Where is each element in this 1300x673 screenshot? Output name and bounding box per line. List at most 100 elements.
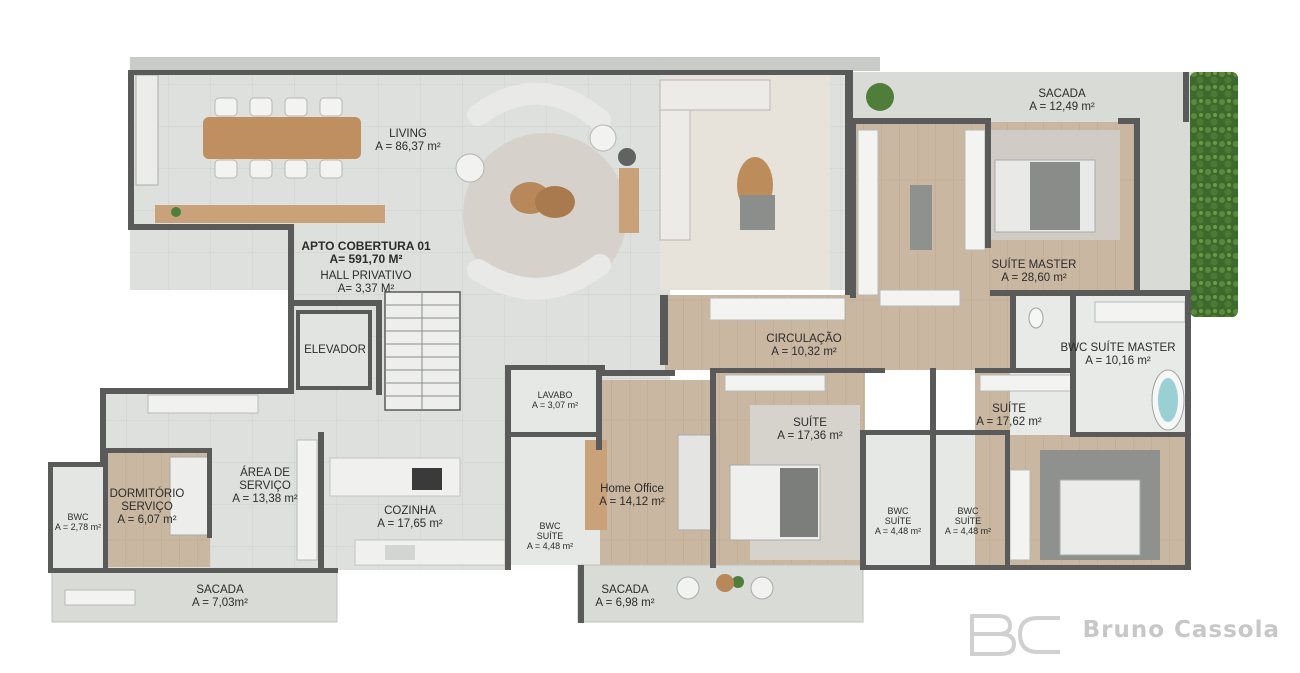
- bwc-suite-3-area: A = 4,48 m²: [944, 526, 992, 536]
- master-vanity: [879, 289, 961, 307]
- balcony-table: [716, 574, 734, 592]
- bwc-suite-2-floor: [865, 430, 935, 565]
- sacada-left-name: SACADA: [196, 584, 244, 596]
- dining-chair: [214, 159, 238, 179]
- label-dormitorio: DORMITÓRIO SERVIÇO A = 6,07 m²: [110, 488, 185, 527]
- bwc-master-area: A = 10,16 m²: [1085, 355, 1151, 367]
- dining-chair: [284, 97, 308, 117]
- l-sofa-back: [659, 79, 771, 111]
- suite-1-name: SUÍTE: [793, 417, 827, 429]
- master-closet: [964, 129, 986, 251]
- sacada-top-name: SACADA: [1038, 88, 1086, 100]
- hall-area: A= 3,37 M²: [337, 283, 395, 295]
- label-elevador: ELEVADOR: [304, 344, 366, 357]
- office-daybed: [677, 434, 717, 531]
- plant: [171, 207, 181, 217]
- label-bwc-suite-2: BWC SUÍTE A = 4,48 m²: [875, 506, 921, 536]
- sacada-bottom-area: A = 6,98 m²: [595, 597, 655, 609]
- stair-treads: [385, 292, 460, 410]
- suite-2-wardrobe: [979, 374, 1076, 392]
- label-bwc-master: BWC SUÍTE MASTER A = 10,16 m²: [1060, 342, 1175, 368]
- suite-master-name: SUÍTE MASTER: [991, 259, 1077, 271]
- label-living: LIVING A = 86,37 m²: [375, 128, 441, 154]
- label-cozinha: COZINHA A = 17,65 m²: [377, 505, 443, 531]
- sacada-top-area: A = 12,49 m²: [1029, 101, 1095, 113]
- elevator-shaft: [296, 310, 372, 390]
- sacada-left-area: A = 7,03m²: [192, 597, 248, 609]
- suite-1-blanket: [780, 468, 818, 537]
- watermark: Bruno Cassola: [1073, 606, 1280, 654]
- service-counter: [147, 394, 259, 414]
- bwc-suite-2-name1: BWC: [887, 506, 909, 516]
- bwc-suite-1-name1: BWC: [539, 521, 561, 531]
- cooktop: [412, 468, 442, 490]
- suite-1-wardrobe: [724, 374, 826, 392]
- lavabo-area: A = 3,07 m²: [531, 400, 579, 410]
- bwc-suite-3-name2: SUÍTE: [954, 516, 982, 526]
- label-lavabo: LAVABO A = 3,07 m²: [532, 390, 578, 410]
- lounge-seat: [64, 589, 136, 606]
- suite-master-area: A = 28,60 m²: [1001, 272, 1067, 284]
- office-desk: [585, 440, 607, 530]
- armchair: [455, 153, 485, 183]
- label-apartment: APTO COBERTURA 01 A= 591,70 M²: [301, 240, 430, 266]
- dormitorio-name1: DORMITÓRIO: [109, 488, 185, 500]
- bwc-suite-1-name2: SUÍTE: [536, 531, 564, 541]
- coffee-table: [535, 186, 575, 218]
- master-blanket: [1030, 162, 1080, 230]
- circulacao-name: CIRCULAÇÃO: [766, 333, 842, 345]
- label-bwc-suite-1: BWC SUÍTE A = 4,48 m²: [527, 521, 573, 551]
- toilet: [1028, 307, 1044, 329]
- apartment-total-area: A= 591,70 M²: [329, 252, 403, 266]
- suite-2-closet: [1009, 469, 1031, 561]
- bwc-suite-3-name1: BWC: [957, 506, 979, 516]
- label-bwc-suite-3: BWC SUÍTE A = 4,48 m²: [945, 506, 991, 536]
- dormitorio-name2: SERVIÇO: [121, 501, 173, 513]
- bwc-small-floor: [50, 465, 105, 570]
- dining-chair: [249, 97, 273, 117]
- living-sofa-bottom: [467, 254, 611, 300]
- suite-2-name: SUÍTE: [992, 403, 1026, 415]
- label-hall: HALL PRIVATIVO A= 3,37 M²: [320, 270, 411, 296]
- label-sacada-bottom: SACADA A = 6,98 m²: [595, 584, 654, 610]
- bwc-small-area: A = 2,78 m²: [54, 522, 102, 532]
- label-suite-1: SUÍTE A = 17,36 m²: [777, 417, 843, 443]
- label-sacada-top: SACADA A = 12,49 m²: [1029, 88, 1095, 114]
- balcony-chair: [750, 576, 774, 600]
- living-area: A = 86,37 m²: [375, 141, 441, 153]
- bwc-suite-2-name2: SUÍTE: [884, 516, 912, 526]
- sacada-top-floor: [850, 72, 1195, 122]
- service-cabinet: [296, 439, 318, 561]
- kitchen-sink: [385, 545, 415, 560]
- master-island: [910, 185, 932, 250]
- circulation-sideboard: [709, 297, 846, 321]
- circulacao-area: A = 10,32 m²: [771, 346, 837, 358]
- sacada-top-side: [1140, 120, 1195, 295]
- walls: [48, 70, 1191, 623]
- home-office-name: Home Office: [600, 483, 664, 495]
- dining-table: [203, 117, 361, 159]
- bwc-suite-2-area: A = 4,48 m²: [874, 526, 922, 536]
- label-area-servico: ÁREA DE SERVIÇO A = 13,38 m²: [232, 467, 298, 506]
- dining-chair: [319, 97, 343, 117]
- label-sacada-left: SACADA A = 7,03m²: [192, 584, 248, 610]
- bwc-master-name: BWC SUÍTE MASTER: [1060, 342, 1176, 354]
- dining-chair: [249, 159, 273, 179]
- label-suite-master: SUÍTE MASTER A = 28,60 m²: [992, 259, 1077, 285]
- living-name: LIVING: [389, 128, 427, 140]
- watermark-text: Bruno Cassola: [1082, 617, 1280, 643]
- cozinha-area: A = 17,65 m²: [377, 518, 443, 530]
- home-office-area: A = 14,12 m²: [599, 496, 665, 508]
- bc-logo-icon: [970, 614, 1060, 656]
- plant: [732, 576, 744, 588]
- sacada-bottom-floor: [577, 564, 864, 623]
- label-suite-2: SUÍTE A = 17,62 m²: [976, 403, 1042, 429]
- suite-2-area: A = 17,62 m²: [976, 416, 1042, 428]
- side-console: [619, 168, 639, 233]
- suite-1-area: A = 17,36 m²: [777, 430, 843, 442]
- elevador-name: ELEVADOR: [304, 344, 366, 356]
- planter: [618, 148, 636, 166]
- sacada-bottom-name: SACADA: [601, 584, 649, 596]
- label-bwc-small: BWC A = 2,78 m²: [55, 512, 101, 532]
